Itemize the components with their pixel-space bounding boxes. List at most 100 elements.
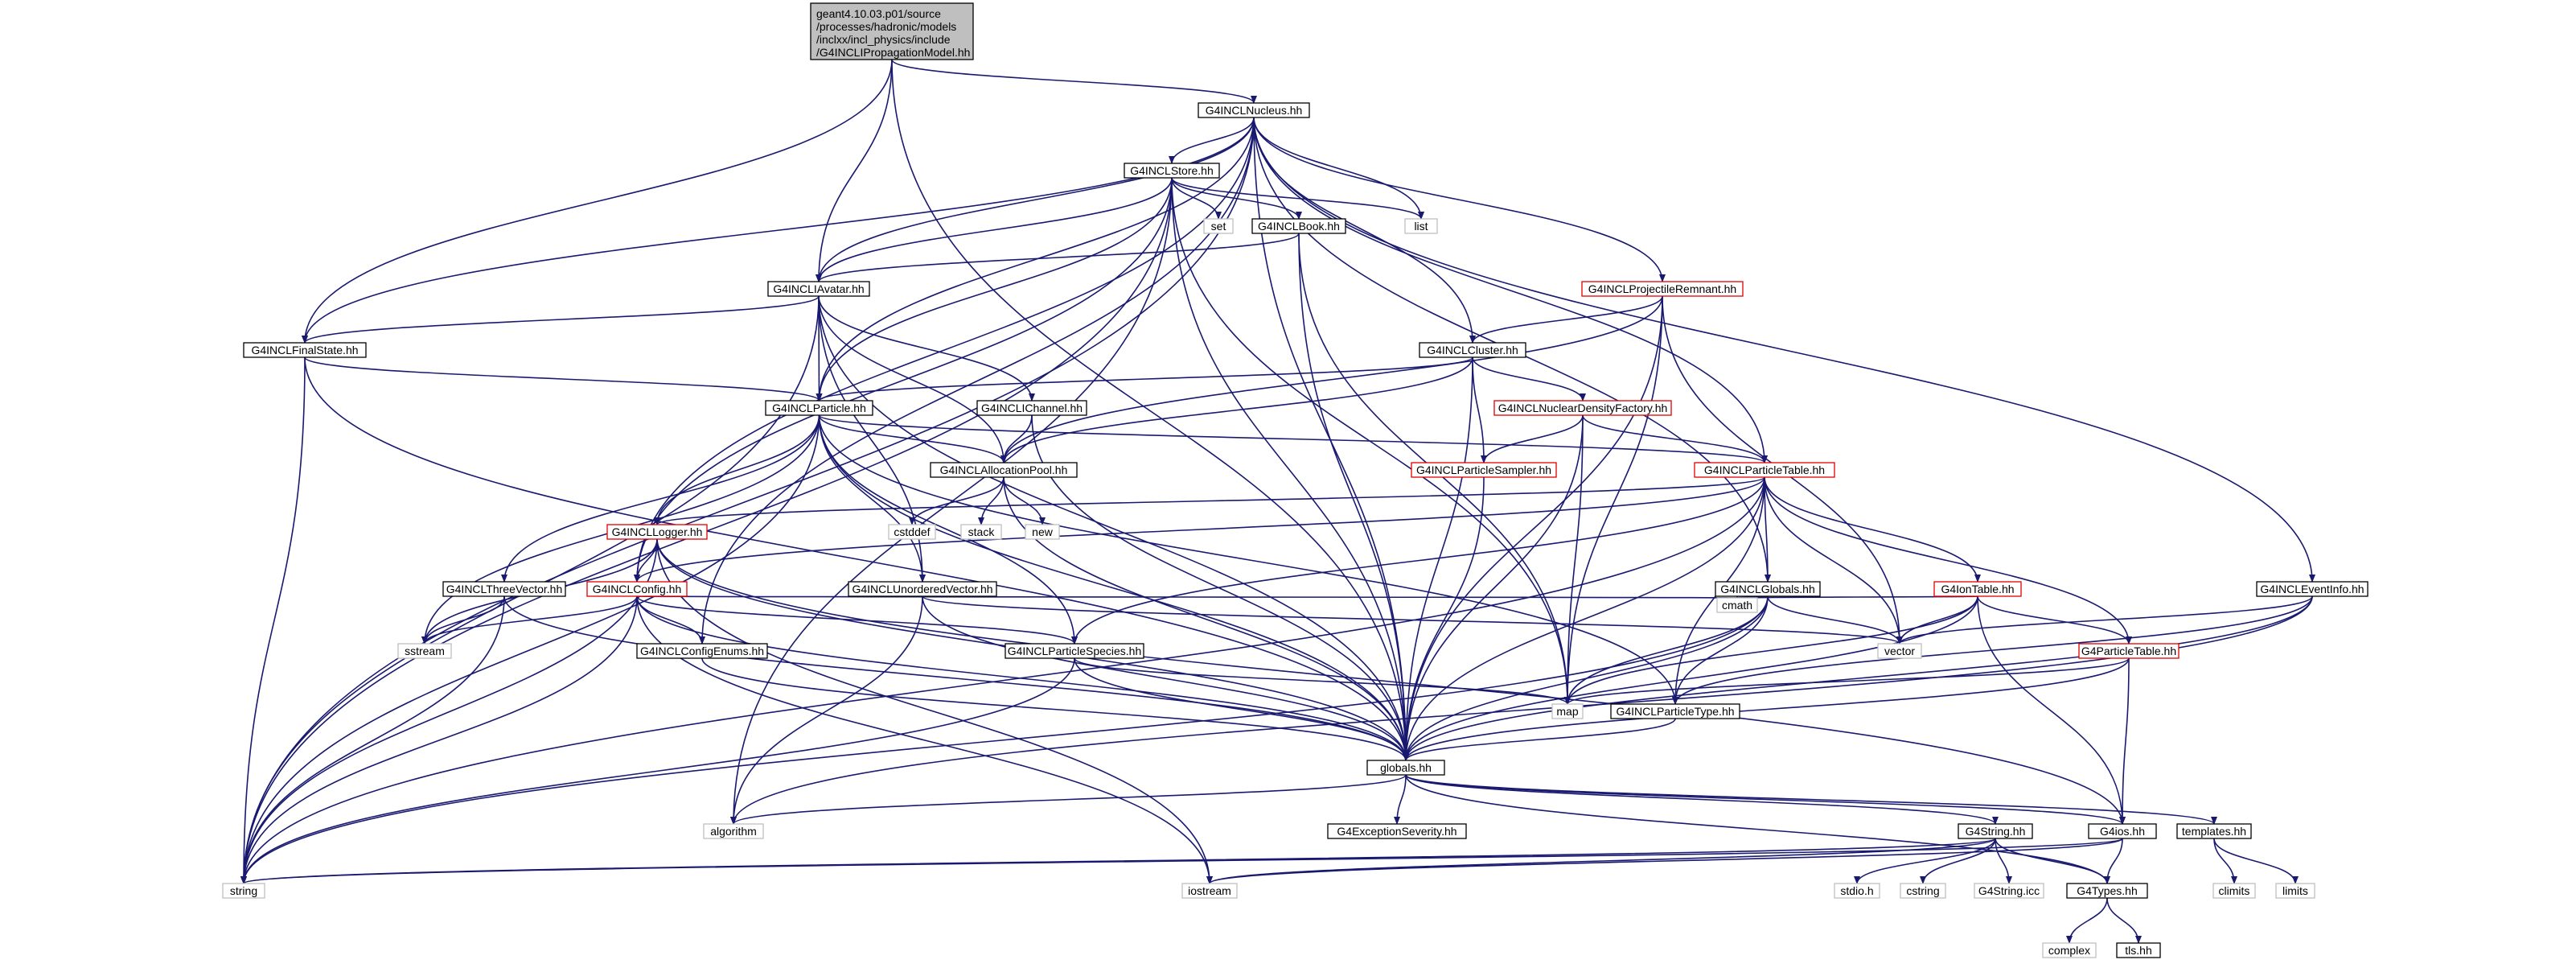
node-complex[interactable]: complex (2042, 942, 2097, 958)
edge-store-to-set (1171, 177, 1222, 220)
edge-cluster-to-particle (816, 356, 1473, 402)
edge-g4string-to-iostream (1206, 838, 1996, 884)
edge-particle-to-particle-type (818, 414, 1678, 705)
node-label-cstring: cstring (1906, 884, 1939, 897)
node-globals[interactable]: G4INCLGlobals.hh (1715, 581, 1821, 597)
node-ichannel[interactable]: G4INCLIChannel.hh (976, 400, 1087, 416)
edge-templates-to-climits (2213, 838, 2237, 884)
node-algorithm[interactable]: algorithm (703, 823, 764, 839)
node-particle-type[interactable]: G4INCLParticleType.hh (1610, 703, 1740, 719)
node-cmath[interactable]: cmath (1716, 597, 1758, 613)
node-label-tls: tls.hh (2125, 944, 2151, 957)
node-globals-hh[interactable]: globals.hh (1366, 760, 1445, 776)
node-label-set: set (1211, 220, 1226, 233)
edge-nucleus-to-string (240, 117, 1255, 884)
node-map[interactable]: map (1551, 703, 1584, 719)
edge-particle-species-to-string (240, 657, 1075, 884)
node-final-state[interactable]: G4INCLFinalState.hh (243, 342, 367, 358)
node-templates[interactable]: templates.hh (2176, 823, 2252, 839)
node-particle-table[interactable]: G4INCLParticleTable.hh (1694, 462, 1835, 478)
node-cstddef[interactable]: cstddef (888, 524, 936, 540)
node-iostream[interactable]: iostream (1181, 883, 1238, 899)
edge-config-to-sstream (421, 595, 638, 645)
node-root-file[interactable]: geant4.10.03.p01/source /processes/hadro… (810, 2, 974, 60)
edge-g4types-to-complex (2066, 897, 2108, 944)
node-iavatar[interactable]: G4INCLIAvatar.hh (767, 281, 870, 297)
node-label-store: G4INCLStore.hh (1130, 164, 1214, 177)
edge-config-to-config-enums (636, 595, 705, 645)
node-three-vector[interactable]: G4INCLThreeVector.hh (442, 581, 566, 597)
edge-g4string-to-g4types (1995, 838, 2110, 884)
node-label-particle-species: G4INCLParticleSpecies.hh (1008, 645, 1142, 657)
node-label-climits: climits (2219, 884, 2250, 897)
node-label-three-vector: G4INCLThreeVector.hh (446, 583, 562, 595)
node-label-globals: G4INCLGlobals.hh (1720, 583, 1815, 595)
node-config-enums[interactable]: G4INCLConfigEnums.hh (636, 643, 768, 659)
edge-cluster-to-allocation-pool (1000, 356, 1473, 463)
edge-store-to-particle (816, 177, 1173, 402)
edge-globals-hh-to-exception-severity (1394, 774, 1407, 825)
edge-globals-hh-to-g4ios (1405, 774, 2126, 825)
node-label-particle-table: G4INCLParticleTable.hh (1704, 463, 1825, 476)
node-logger[interactable]: G4INCLLogger.hh (606, 524, 708, 540)
node-label-complex: complex (2048, 944, 2090, 957)
node-string[interactable]: string (222, 883, 265, 899)
edge-root-to-iavatar (816, 59, 893, 282)
edge-iavatar-to-final-state (302, 295, 820, 344)
node-cstring[interactable]: cstring (1900, 883, 1946, 899)
node-g4string[interactable]: G4String.hh (1958, 823, 2033, 839)
node-g4string-icc[interactable]: G4String.icc (1974, 883, 2044, 899)
node-label-map: map (1556, 705, 1578, 718)
node-label-nuclear-density-factory: G4INCLNuclearDensityFactory.hh (1498, 402, 1668, 414)
node-particle-species[interactable]: G4INCLParticleSpecies.hh (1005, 643, 1144, 659)
edge-nucleus-to-final-state (302, 117, 1255, 344)
node-unordered-vector[interactable]: G4INCLUnorderedVector.hh (848, 581, 997, 597)
node-vector[interactable]: vector (1877, 643, 1922, 659)
node-set[interactable]: set (1203, 218, 1234, 234)
node-g4ios[interactable]: G4ios.hh (2088, 823, 2157, 839)
node-stdio[interactable]: stdio.h (1834, 883, 1880, 899)
node-label-algorithm: algorithm (710, 825, 757, 838)
edge-globals-to-vector (1767, 595, 1903, 645)
edge-config-enums-to-globals-hh (701, 657, 1409, 761)
node-config[interactable]: G4INCLConfig.hh (586, 581, 688, 597)
node-nuclear-density-factory[interactable]: G4INCLNuclearDensityFactory.hh (1493, 400, 1672, 416)
node-limits[interactable]: limits (2275, 883, 2315, 899)
edge-iavatar-to-ichannel (818, 295, 1035, 402)
edge-g4string-to-cstring (1920, 838, 1996, 884)
node-label-exception-severity: G4ExceptionSeverity.hh (1337, 825, 1456, 838)
edge-config-to-cmath (636, 591, 1738, 599)
node-exception-severity[interactable]: G4ExceptionSeverity.hh (1327, 823, 1467, 839)
edge-templates-to-limits (2213, 838, 2299, 884)
edge-config-to-globals-hh (636, 595, 1409, 761)
node-projectile-remnant[interactable]: G4INCLProjectileRemnant.hh (1581, 281, 1744, 297)
node-climits[interactable]: climits (2212, 883, 2256, 899)
edge-projectile-remnant-to-allocation-pool (1000, 295, 1663, 463)
node-particle[interactable]: G4INCLParticle.hh (765, 400, 873, 416)
node-tls[interactable]: tls.hh (2116, 942, 2161, 958)
edge-g4-particle-table-to-g4ios (2119, 657, 2130, 825)
node-g4-particle-table[interactable]: G4ParticleTable.hh (2078, 643, 2180, 659)
node-store[interactable]: G4INCLStore.hh (1124, 163, 1220, 179)
edge-nucleus-to-event-info (1253, 117, 2315, 583)
node-ion-table[interactable]: G4IonTable.hh (1933, 581, 2022, 597)
node-new[interactable]: new (1025, 524, 1060, 540)
node-sstream[interactable]: sstream (397, 643, 452, 659)
node-particle-sampler[interactable]: G4INCLParticleSampler.hh (1411, 462, 1557, 478)
node-book[interactable]: G4INCLBook.hh (1251, 218, 1346, 234)
node-label-event-info: G4INCLEventInfo.hh (2260, 583, 2364, 595)
node-cluster[interactable]: G4INCLCluster.hh (1419, 342, 1526, 358)
node-allocation-pool[interactable]: G4INCLAllocationPool.hh (930, 462, 1078, 478)
node-label-new: new (1032, 525, 1054, 538)
edge-particle-to-string (240, 414, 820, 884)
node-list[interactable]: list (1404, 218, 1438, 234)
edge-nuclear-density-factory-to-map (1564, 414, 1584, 705)
node-stack[interactable]: stack (960, 524, 1002, 540)
edge-ion-table-to-g4ios (1977, 595, 2126, 825)
edge-globals-to-particle-type (1672, 595, 1769, 705)
edge-three-vector-to-globals-hh (503, 595, 1409, 761)
node-nucleus[interactable]: G4INCLNucleus.hh (1198, 102, 1310, 118)
node-g4types[interactable]: G4Types.hh (2066, 883, 2148, 899)
node-event-info[interactable]: G4INCLEventInfo.hh (2256, 581, 2369, 597)
